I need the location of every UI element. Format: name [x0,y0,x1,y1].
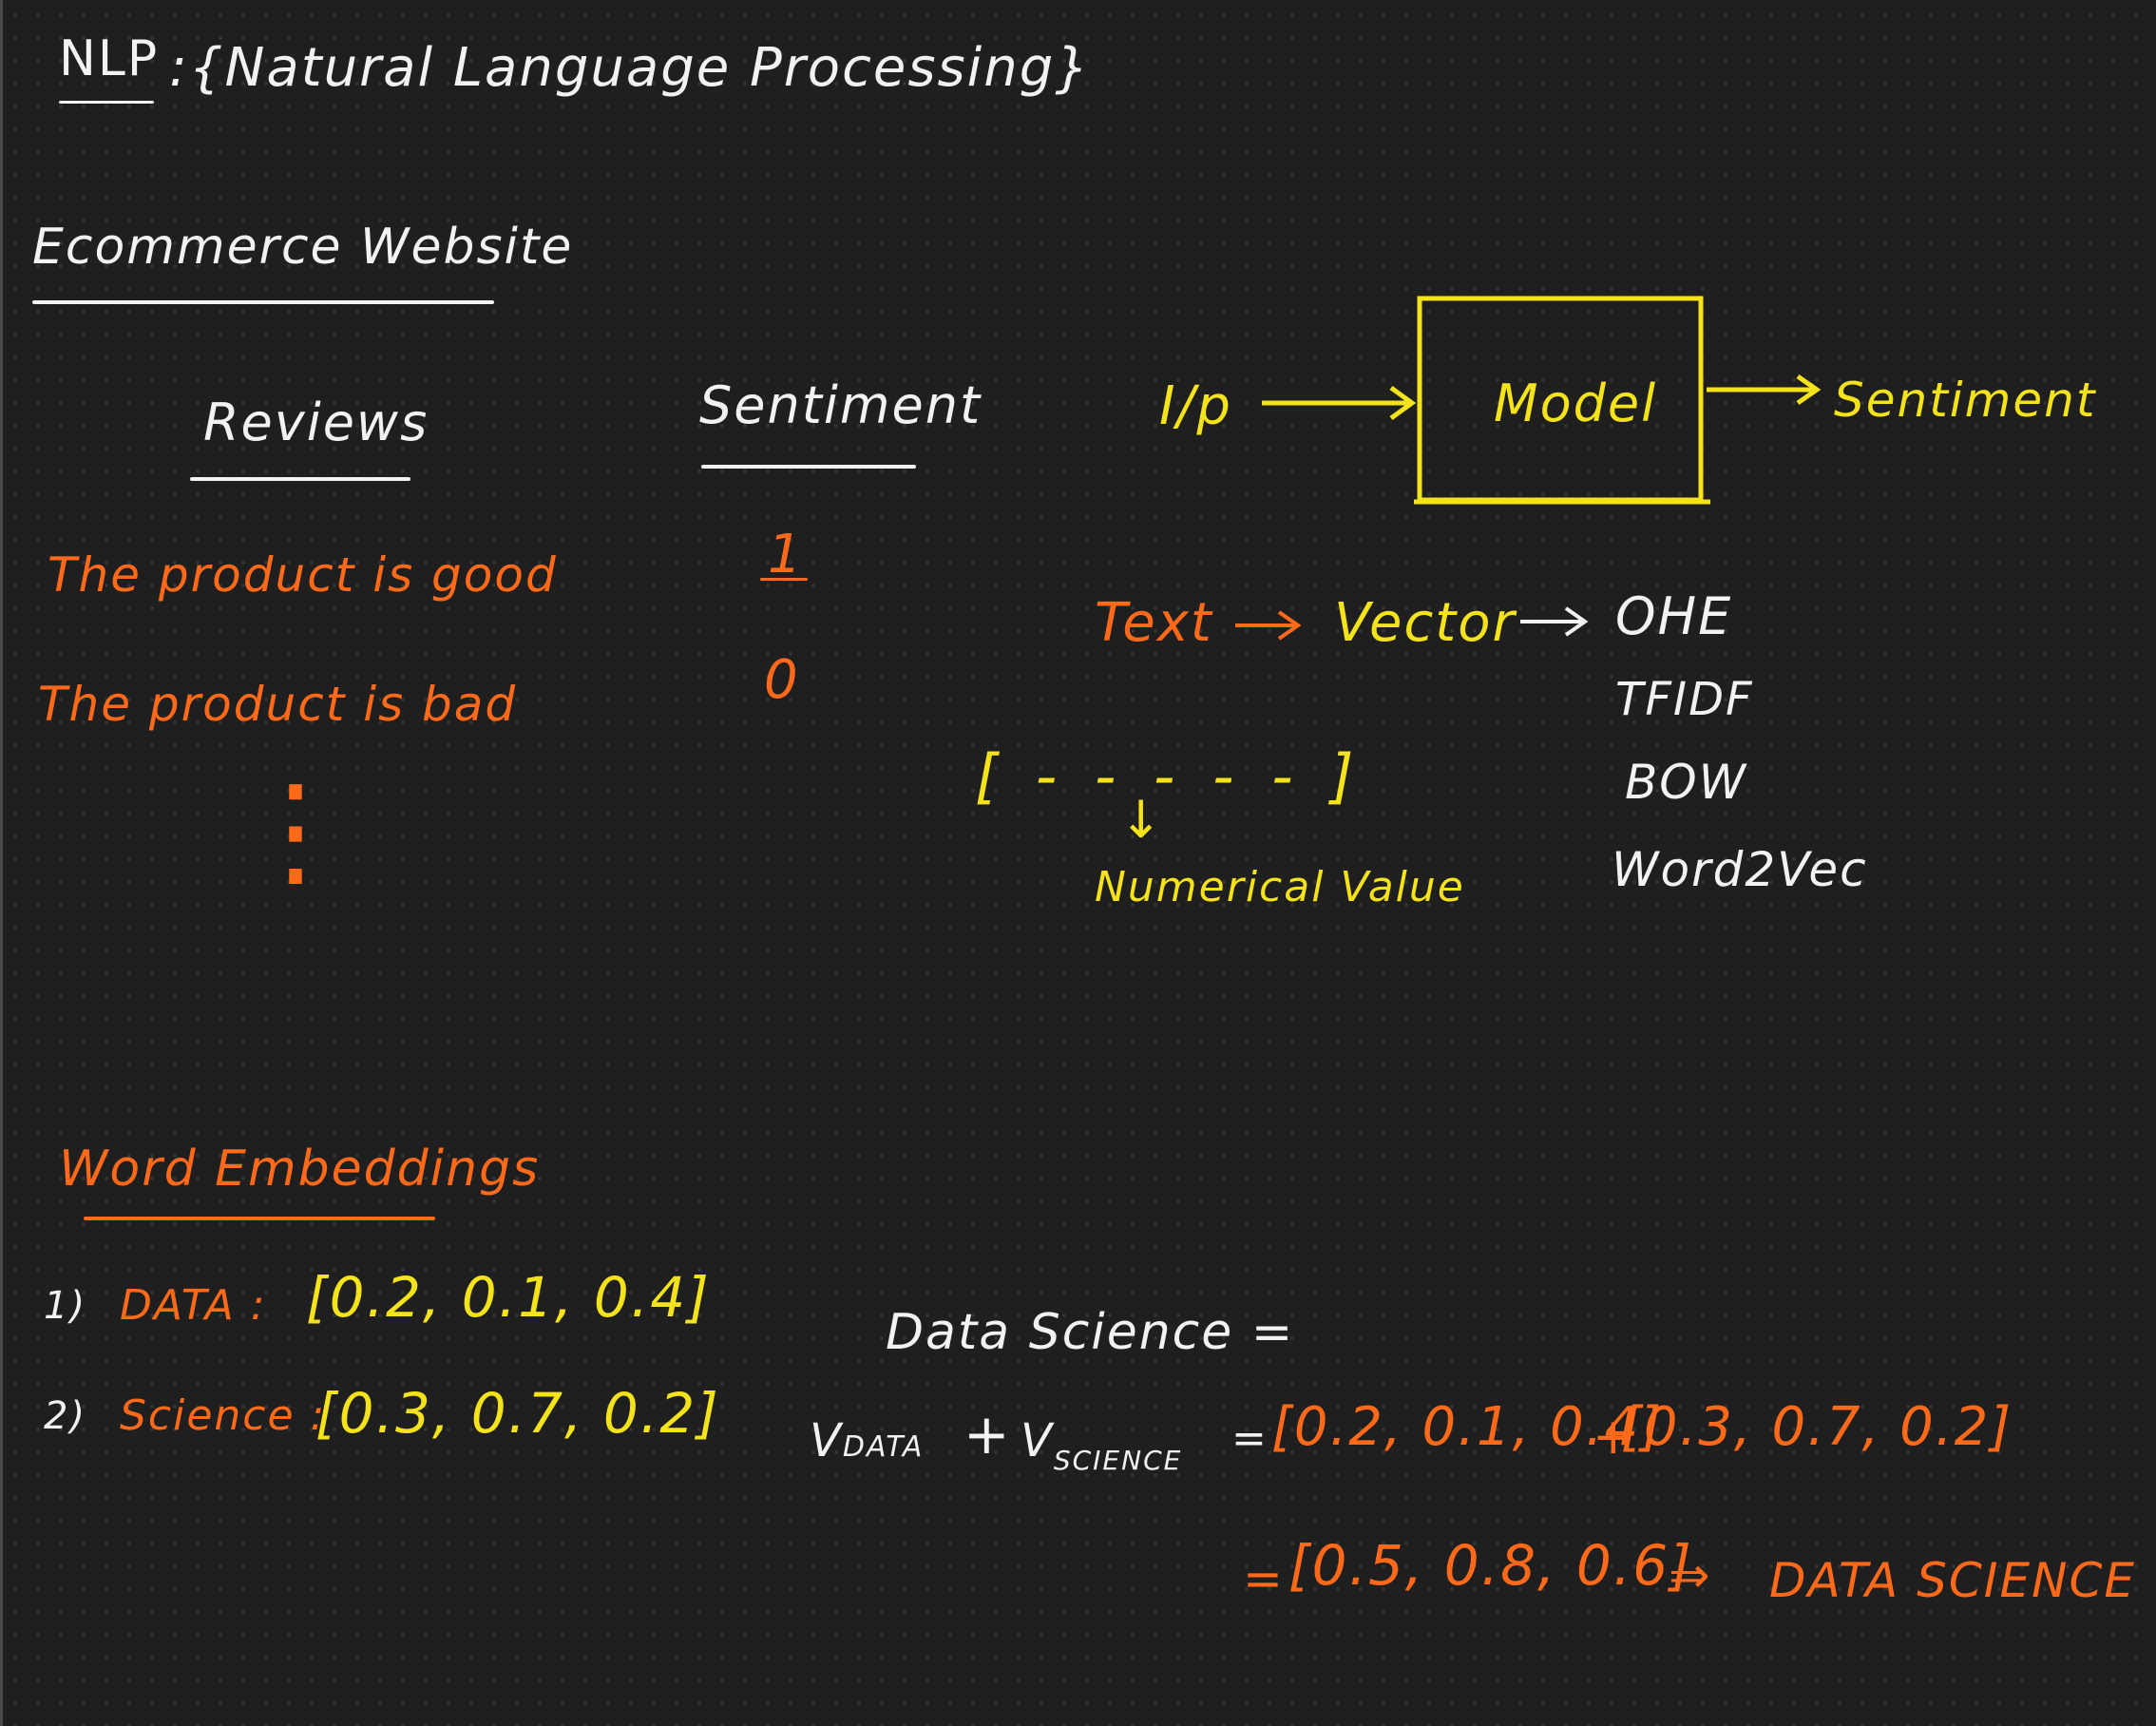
method-tfidf: TFIDF [1615,673,1754,726]
vector-sketch: [ - - - - - ] [975,741,1364,811]
v-science-subscript: SCIENCE [1053,1445,1183,1476]
result-label: DATA SCIENCE [1769,1553,2137,1608]
title-abbr: NLP [59,30,160,87]
section-heading-underline [32,300,494,304]
equation-plus-2: + [1593,1409,1636,1466]
embedding-index-1: 1) [44,1284,87,1328]
embedding-vector-1: [0.2, 0.1, 0.4] [306,1265,711,1330]
equation-equals: = [1231,1414,1269,1463]
equation-v-data: VDATA [810,1418,924,1464]
embedding-word-1: DATA : [120,1281,267,1330]
reviews-header: Reviews [203,393,429,452]
sentiment-value-2: 0 [764,649,800,711]
embeddings-heading-underline [84,1217,435,1220]
equation-vec-science: [0.3, 0.7, 0.2] [1621,1396,2013,1458]
model-input-label: I/p [1159,375,1232,437]
sentiment-value-1-underline [760,578,808,581]
v-science-symbol: V [1021,1414,1054,1467]
section-heading: Ecommerce Website [32,219,574,276]
text-label: Text [1095,592,1213,654]
method-word2vec: Word2Vec [1612,842,1868,897]
method-bow: BOW [1625,755,1748,810]
text-to-vector-arrow [1235,610,1302,641]
result-implies-arrow: ⇒ [1669,1547,1712,1604]
embedding-index-2: 2) [44,1394,87,1438]
model-label: Model [1494,374,1658,433]
sentiment-value-1: 1 [768,524,804,585]
review-row-2: The product is bad [38,677,518,732]
method-ohe: OHE [1615,586,1733,646]
title-expansion: :{Natural Language Processing} [169,37,1091,99]
model-output-label: Sentiment [1834,373,2097,428]
sentiment-header-underline [701,465,916,469]
v-data-symbol: V [810,1414,843,1467]
review-row-1: The product is good [48,547,558,603]
vector-down-arrow: ↓ [1119,790,1165,850]
canvas-left-edge [0,0,3,1726]
output-arrow [1707,374,1822,406]
review-continuation: ⋮ [234,758,357,902]
result-equals: = [1243,1551,1285,1606]
input-arrow [1262,385,1417,421]
v-data-subscript: DATA [842,1430,925,1464]
vector-label: Vector [1334,592,1517,654]
equation-vec-data: [0.2, 0.1, 0.4] [1271,1396,1664,1458]
reviews-header-underline [190,477,410,481]
title-underline [59,101,154,104]
equation-v-science: VSCIENCE [1021,1418,1182,1474]
embedding-vector-2: [0.3, 0.7, 0.2] [315,1381,720,1446]
equation-lhs: Data Science = [886,1304,1295,1361]
embeddings-heading: Word Embeddings [59,1141,541,1198]
numerical-value-note: Numerical Value [1095,863,1465,911]
result-vector: [0.5, 0.8, 0.6] [1288,1533,1693,1598]
vector-to-ohe-arrow [1520,606,1589,637]
equation-plus: + [964,1402,1012,1467]
sentiment-header: Sentiment [699,375,983,435]
model-box [1417,296,1704,503]
embedding-word-2: Science : [120,1391,327,1440]
